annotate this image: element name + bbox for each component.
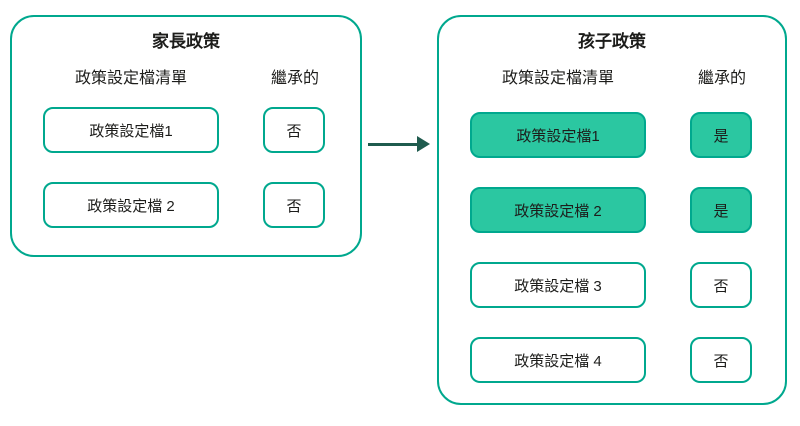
column-header-inherited: 繼承的 (270, 70, 319, 87)
policy-profile-box: 政策設定檔 2 (43, 182, 219, 228)
inherited-status-badge: 是 (690, 187, 752, 233)
policy-row: 政策設定檔 2 是 (470, 187, 752, 233)
inherited-status-badge: 否 (690, 337, 752, 383)
parent-panel-title: 家長政策 (152, 32, 220, 51)
policy-profile-box: 政策設定檔 4 (470, 337, 646, 383)
inherited-status-badge: 否 (263, 107, 325, 153)
inheritance-arrow-head-icon (417, 136, 430, 152)
child-panel-title: 孩子政策 (578, 32, 646, 51)
column-header-profile-list: 政策設定檔清單 (501, 70, 614, 87)
inherited-status-badge: 否 (690, 262, 752, 308)
policy-profile-box: 政策設定檔 2 (470, 187, 646, 233)
inherited-status-badge: 否 (263, 182, 325, 228)
policy-row: 政策設定檔 2 否 (43, 182, 325, 228)
column-header-profile-list: 政策設定檔清單 (74, 70, 187, 87)
policy-profile-box: 政策設定檔 3 (470, 262, 646, 308)
policy-row: 政策設定檔 4 否 (470, 337, 752, 383)
column-header-inherited: 繼承的 (697, 70, 746, 87)
policy-profile-box: 政策設定檔1 (470, 112, 646, 158)
policy-row: 政策設定檔1 是 (470, 112, 752, 158)
policy-row: 政策設定檔 3 否 (470, 262, 752, 308)
policy-profile-box: 政策設定檔1 (43, 107, 219, 153)
parent-policy-panel: 家長政策 政策設定檔清單 繼承的 政策設定檔1 否政策設定檔 2 否 (10, 15, 362, 257)
inheritance-arrow-line (368, 143, 420, 146)
policy-row: 政策設定檔1 否 (43, 107, 325, 153)
parent-policy-rows: 政策設定檔1 否政策設定檔 2 否 (43, 107, 325, 257)
inherited-status-badge: 是 (690, 112, 752, 158)
